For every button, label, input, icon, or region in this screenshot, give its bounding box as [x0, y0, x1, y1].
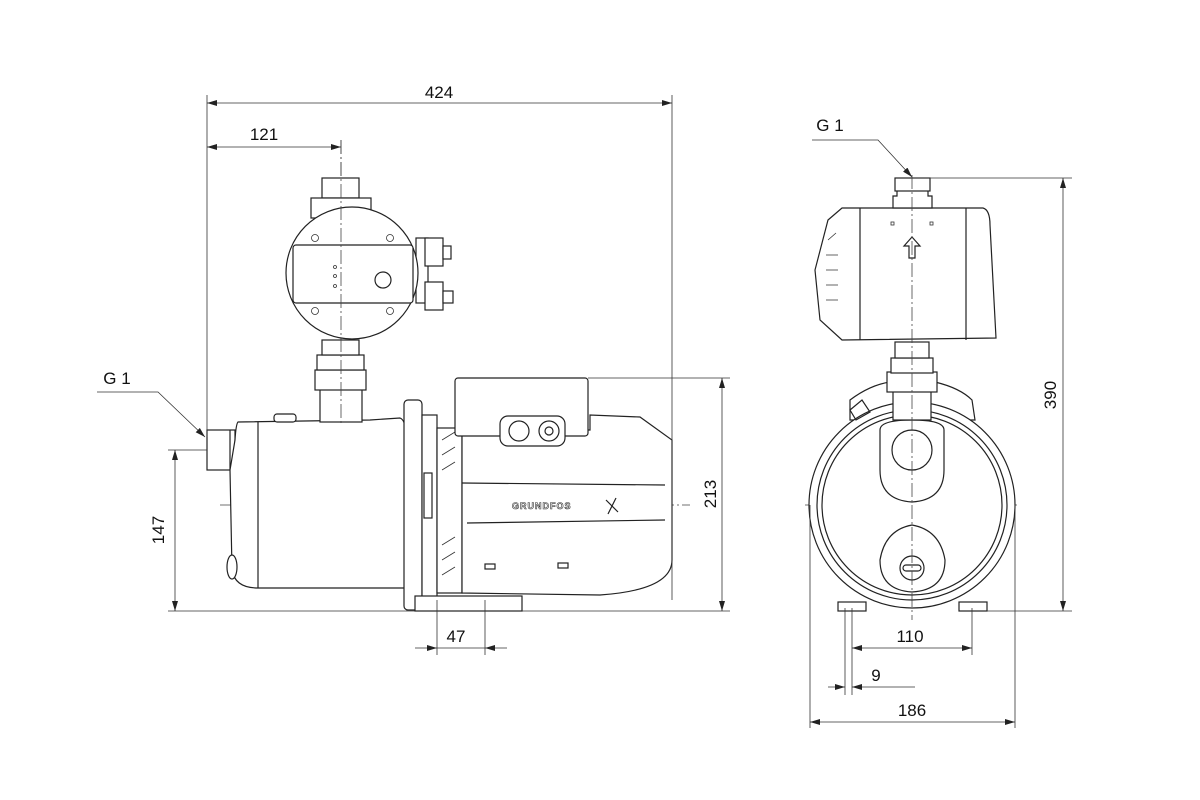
front-view: G 1 390 110 9 186: [805, 116, 1072, 728]
svg-text:390: 390: [1041, 381, 1060, 409]
svg-text:G 1: G 1: [816, 116, 843, 135]
dimension-424: 424: [206, 83, 673, 600]
pump-flange: [403, 399, 523, 612]
motor: GRUNDFOS: [454, 377, 673, 596]
outlet-g1-callout: G 1: [812, 116, 913, 178]
grundfos-logo: GRUNDFOS: [512, 501, 572, 511]
dimension-213: 213: [588, 377, 730, 611]
svg-text:147: 147: [149, 516, 168, 544]
dimension-121: 121: [207, 125, 341, 150]
svg-text:9: 9: [871, 666, 880, 685]
grundfos-logo-mark: [605, 497, 619, 515]
side-view: GRUNDFOS: [97, 83, 730, 655]
pump-housing: [226, 413, 406, 589]
svg-text:G 1: G 1: [103, 369, 130, 388]
svg-text:121: 121: [250, 125, 278, 144]
dimension-47: 47: [415, 600, 507, 655]
pressure-switch-front: [814, 177, 997, 341]
dimension-110: 110: [851, 608, 973, 695]
pressure-switch: [285, 140, 454, 425]
dimension-147: 147: [149, 449, 207, 611]
svg-text:110: 110: [896, 627, 923, 646]
dimension-9: 9: [828, 608, 915, 695]
dimension-390: 390: [912, 177, 1072, 612]
inlet-g1-callout: G 1: [97, 369, 206, 438]
svg-text:47: 47: [447, 627, 466, 646]
dimension-186: 186: [809, 505, 1016, 728]
svg-text:213: 213: [701, 480, 720, 508]
svg-text:186: 186: [898, 701, 926, 720]
svg-text:424: 424: [425, 83, 453, 102]
